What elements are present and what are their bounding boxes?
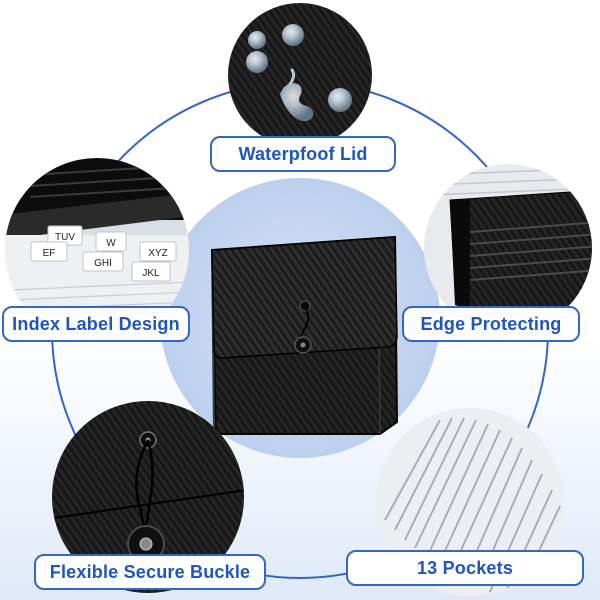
- edge-protecting-image: [424, 164, 592, 332]
- waterproof-lid-image: [228, 3, 372, 147]
- tab-w: W: [106, 238, 116, 249]
- waterproof-lid-label: Waterpfoof Lid: [210, 136, 396, 172]
- tab-jkl: JKL: [142, 268, 160, 279]
- tab-ef: EF: [43, 248, 56, 259]
- flexible-secure-buckle-label: Flexible Secure Buckle: [34, 554, 266, 590]
- index-label-design-label: Index Label Design: [2, 306, 190, 342]
- tab-tuv: TUV: [55, 232, 75, 243]
- center-folder-image: [160, 178, 440, 458]
- tab-xyz: XYZ: [148, 248, 167, 259]
- tab-ghi: GHI: [94, 258, 112, 269]
- pockets-label: 13 Pockets: [346, 550, 584, 586]
- edge-protecting-label: Edge Protecting: [402, 306, 580, 342]
- secure-buckle-image: [52, 401, 244, 593]
- pockets-image: [376, 408, 564, 596]
- index-tabs: TUV W XYZ EF GHI JKL: [30, 225, 177, 282]
